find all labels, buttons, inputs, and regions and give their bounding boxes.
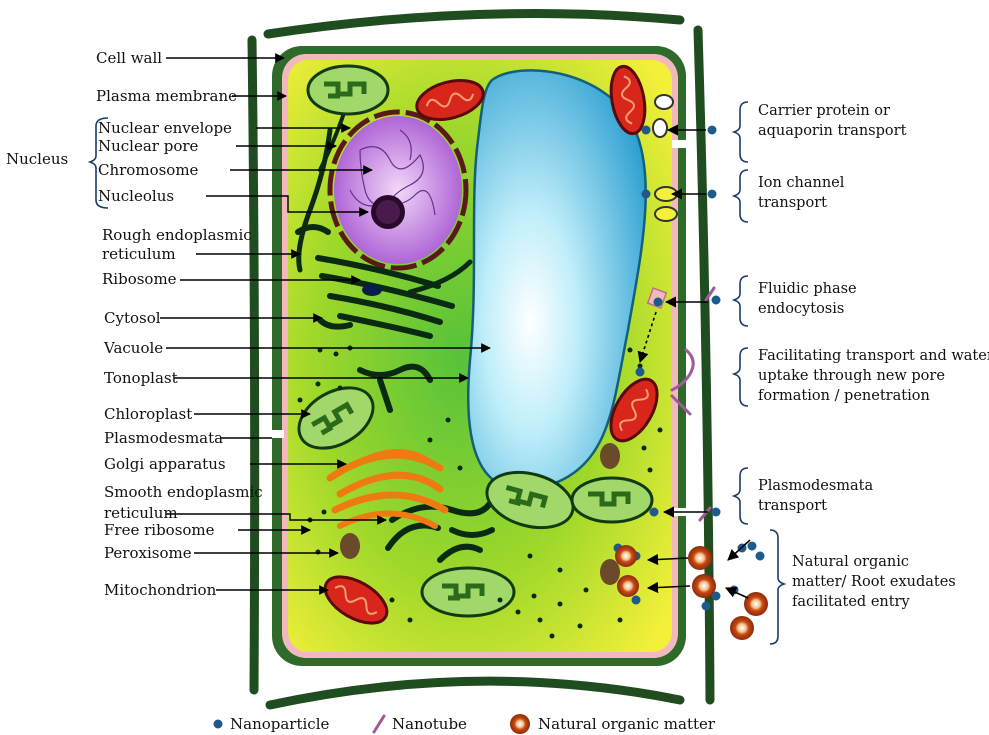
label-nucleolus: Nucleolus <box>98 187 174 205</box>
legend: Nanoparticle Nanotube Natural organic ma… <box>214 714 716 734</box>
label-ion-1: Ion channel <box>758 175 845 191</box>
label-plasma-membrane: Plasma membrane <box>96 87 237 105</box>
label-nom-3: facilitated entry <box>792 594 910 610</box>
label-endo-2: endocytosis <box>758 301 844 317</box>
label-tonoplast: Tonoplast <box>104 369 178 387</box>
label-pore-3: formation / penetration <box>758 388 930 404</box>
label-free-ribosome: Free ribosome <box>104 521 215 539</box>
legend-nanotube-icon <box>374 716 384 732</box>
legend-organic-matter-label: Natural organic matter <box>538 715 716 733</box>
legend-nanotube-label: Nanotube <box>392 715 467 733</box>
label-nuclear-pore: Nuclear pore <box>98 137 199 155</box>
legend-nanoparticle-label: Nanoparticle <box>230 715 329 733</box>
label-rough-er-2: reticulum <box>102 245 176 263</box>
label-nucleus: Nucleus <box>6 150 68 168</box>
label-rough-er-1: Rough endoplasmic <box>102 226 252 244</box>
label-nom-2: matter/ Root exudates <box>792 574 956 590</box>
label-plasmo-1: Plasmodesmata <box>758 478 873 494</box>
peroxisome <box>340 533 360 559</box>
legend-nanoparticle-icon <box>214 720 223 729</box>
label-peroxisome: Peroxisome <box>104 544 192 562</box>
label-smooth-er-1: Smooth endoplasmic <box>104 483 263 501</box>
label-ribosome: Ribosome <box>102 270 177 288</box>
label-ion-2: transport <box>758 195 827 211</box>
label-nom-1: Natural organic <box>792 554 909 570</box>
label-smooth-er-2: reticulum <box>104 504 178 522</box>
label-cytosol: Cytosol <box>104 309 161 327</box>
peroxisome-2 <box>600 443 620 469</box>
peroxisome-3 <box>600 559 620 585</box>
label-carrier-1: Carrier protein or <box>758 103 890 119</box>
label-cell-wall: Cell wall <box>96 49 162 67</box>
label-mitochondrion: Mitochondrion <box>104 581 217 599</box>
label-chloroplast: Chloroplast <box>104 405 192 423</box>
label-endo-1: Fluidic phase <box>758 281 857 297</box>
ribosome-cluster <box>362 284 382 296</box>
label-plasmodesmata: Plasmodesmata <box>104 429 223 447</box>
label-nuclear-envelope: Nuclear envelope <box>98 119 232 137</box>
legend-organic-matter-icon <box>510 714 530 734</box>
label-pore-1: Facilitating transport and water <box>758 348 989 364</box>
label-plasmo-2: transport <box>758 498 827 514</box>
label-pore-2: uptake through new pore <box>758 368 945 384</box>
label-chromosome: Chromosome <box>98 161 199 179</box>
label-vacuole: Vacuole <box>103 339 163 357</box>
label-golgi: Golgi apparatus <box>104 455 226 473</box>
label-carrier-2: aquaporin transport <box>758 123 907 139</box>
